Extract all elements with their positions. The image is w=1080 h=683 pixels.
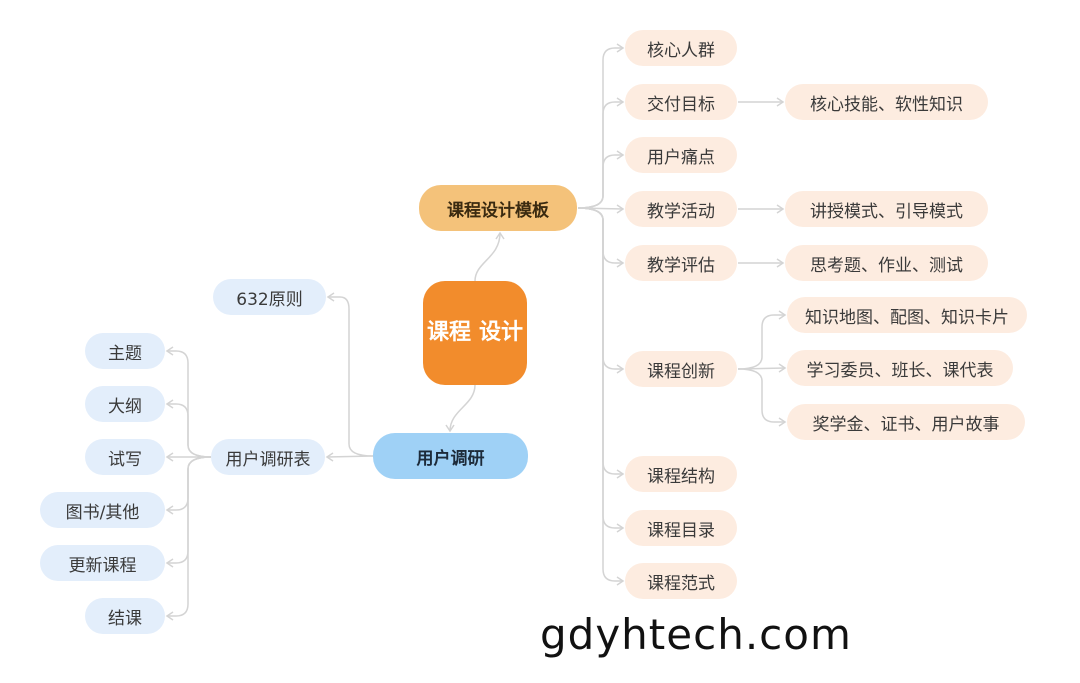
- connector-to-innovation-detail-3: [737, 368, 785, 423]
- branch-course-template[interactable]: 课程设计模板: [419, 185, 577, 231]
- node-delivery-goal-detail[interactable]: 核心技能、软性知识: [785, 84, 988, 120]
- connector-arrow-delivery-goal: [616, 97, 625, 107]
- connector-template-to-innovation: [577, 207, 623, 370]
- connector-survey-to-finish: [167, 456, 212, 617]
- connector-template-to-paradigm: [577, 207, 623, 582]
- connector-arrow-innovation: [616, 364, 625, 374]
- node-survey-item-finish[interactable]: 结课: [85, 598, 165, 634]
- node-delivery-goal[interactable]: 交付目标: [625, 84, 737, 120]
- connector-arrow-innovation-detail-2: [778, 363, 787, 373]
- node-innovation-detail-1[interactable]: 知识地图、配图、知识卡片: [787, 297, 1027, 333]
- node-course-paradigm[interactable]: 课程范式: [625, 563, 737, 599]
- connector-arrow-innovation-detail-1: [778, 310, 787, 320]
- connector-arrow-innovation-detail-3: [778, 417, 787, 427]
- connector-arrow-research: [445, 424, 455, 433]
- connector-arrow-survey-draft: [165, 452, 174, 462]
- connector-arrow-teaching-activity: [616, 204, 625, 214]
- node-survey-item-outline[interactable]: 大纲: [85, 386, 165, 422]
- connector-research-to-survey: [326, 455, 374, 458]
- connector-template-to-core-people: [577, 47, 623, 209]
- connector-arrow-632: [326, 292, 335, 302]
- node-course-structure[interactable]: 课程结构: [625, 456, 737, 492]
- center-node-course-design[interactable]: 课程 设计: [423, 281, 527, 385]
- node-survey-item-topic[interactable]: 主题: [85, 333, 165, 369]
- connector-arrow-delivery-goal-detail: [776, 97, 785, 107]
- connector-arrow-survey-books: [165, 505, 174, 515]
- connector-arrow-paradigm: [616, 576, 625, 586]
- connector-arrow-survey-finish: [165, 611, 174, 621]
- node-innovation-detail-2[interactable]: 学习委员、班长、课代表: [787, 350, 1013, 386]
- node-survey-item-update[interactable]: 更新课程: [40, 545, 165, 581]
- node-632-principle[interactable]: 632原则: [213, 279, 326, 315]
- connector-research-to-632: [328, 296, 374, 457]
- connector-template-to-catalog: [577, 207, 623, 529]
- connector-arrow-catalog: [616, 523, 625, 533]
- connector-arrow-core-people: [616, 43, 625, 53]
- node-user-pain[interactable]: 用户痛点: [625, 137, 737, 173]
- connector-arrow-survey-update: [165, 558, 174, 568]
- node-teaching-activity-detail[interactable]: 讲授模式、引导模式: [785, 191, 988, 227]
- node-teaching-eval-detail[interactable]: 思考题、作业、测试: [785, 245, 988, 281]
- connector-template-to-structure: [577, 207, 623, 475]
- node-course-innovation[interactable]: 课程创新: [625, 351, 737, 387]
- node-survey-item-books[interactable]: 图书/其他: [40, 492, 165, 528]
- node-teaching-activity[interactable]: 教学活动: [625, 191, 737, 227]
- node-core-people[interactable]: 核心人群: [625, 30, 737, 66]
- connector-arrow-teaching-eval: [616, 258, 625, 268]
- center-node-line-1: 课程: [426, 320, 471, 345]
- center-node-line-2: 设计: [478, 320, 523, 345]
- connector-arrow-survey: [325, 452, 334, 462]
- connector-center-to-research: [449, 384, 476, 432]
- watermark-text: gdyhtech.com: [540, 610, 852, 659]
- connector-arrow-teaching-activity-detail: [776, 204, 785, 214]
- connector-template-to-teaching-eval: [577, 207, 623, 264]
- connector-arrow-teaching-eval-detail: [776, 258, 785, 268]
- connector-center-to-template: [474, 232, 501, 282]
- connector-template-to-user-pain: [577, 154, 623, 209]
- branch-user-research[interactable]: 用户调研: [373, 433, 528, 479]
- node-innovation-detail-3[interactable]: 奖学金、证书、用户故事: [787, 404, 1025, 440]
- connector-arrow-structure: [616, 469, 625, 479]
- connector-to-innovation-detail-1: [737, 314, 785, 370]
- connector-arrow-user-pain: [616, 150, 625, 160]
- node-teaching-eval[interactable]: 教学评估: [625, 245, 737, 281]
- connector-arrow-survey-outline: [165, 399, 174, 409]
- node-user-survey[interactable]: 用户调研表: [211, 439, 325, 475]
- node-course-catalog[interactable]: 课程目录: [625, 510, 737, 546]
- connector-arrow-survey-topic: [165, 346, 174, 356]
- node-survey-item-draft[interactable]: 试写: [85, 439, 165, 475]
- connector-arrow-template: [495, 231, 505, 240]
- connector-survey-to-outline: [167, 403, 212, 458]
